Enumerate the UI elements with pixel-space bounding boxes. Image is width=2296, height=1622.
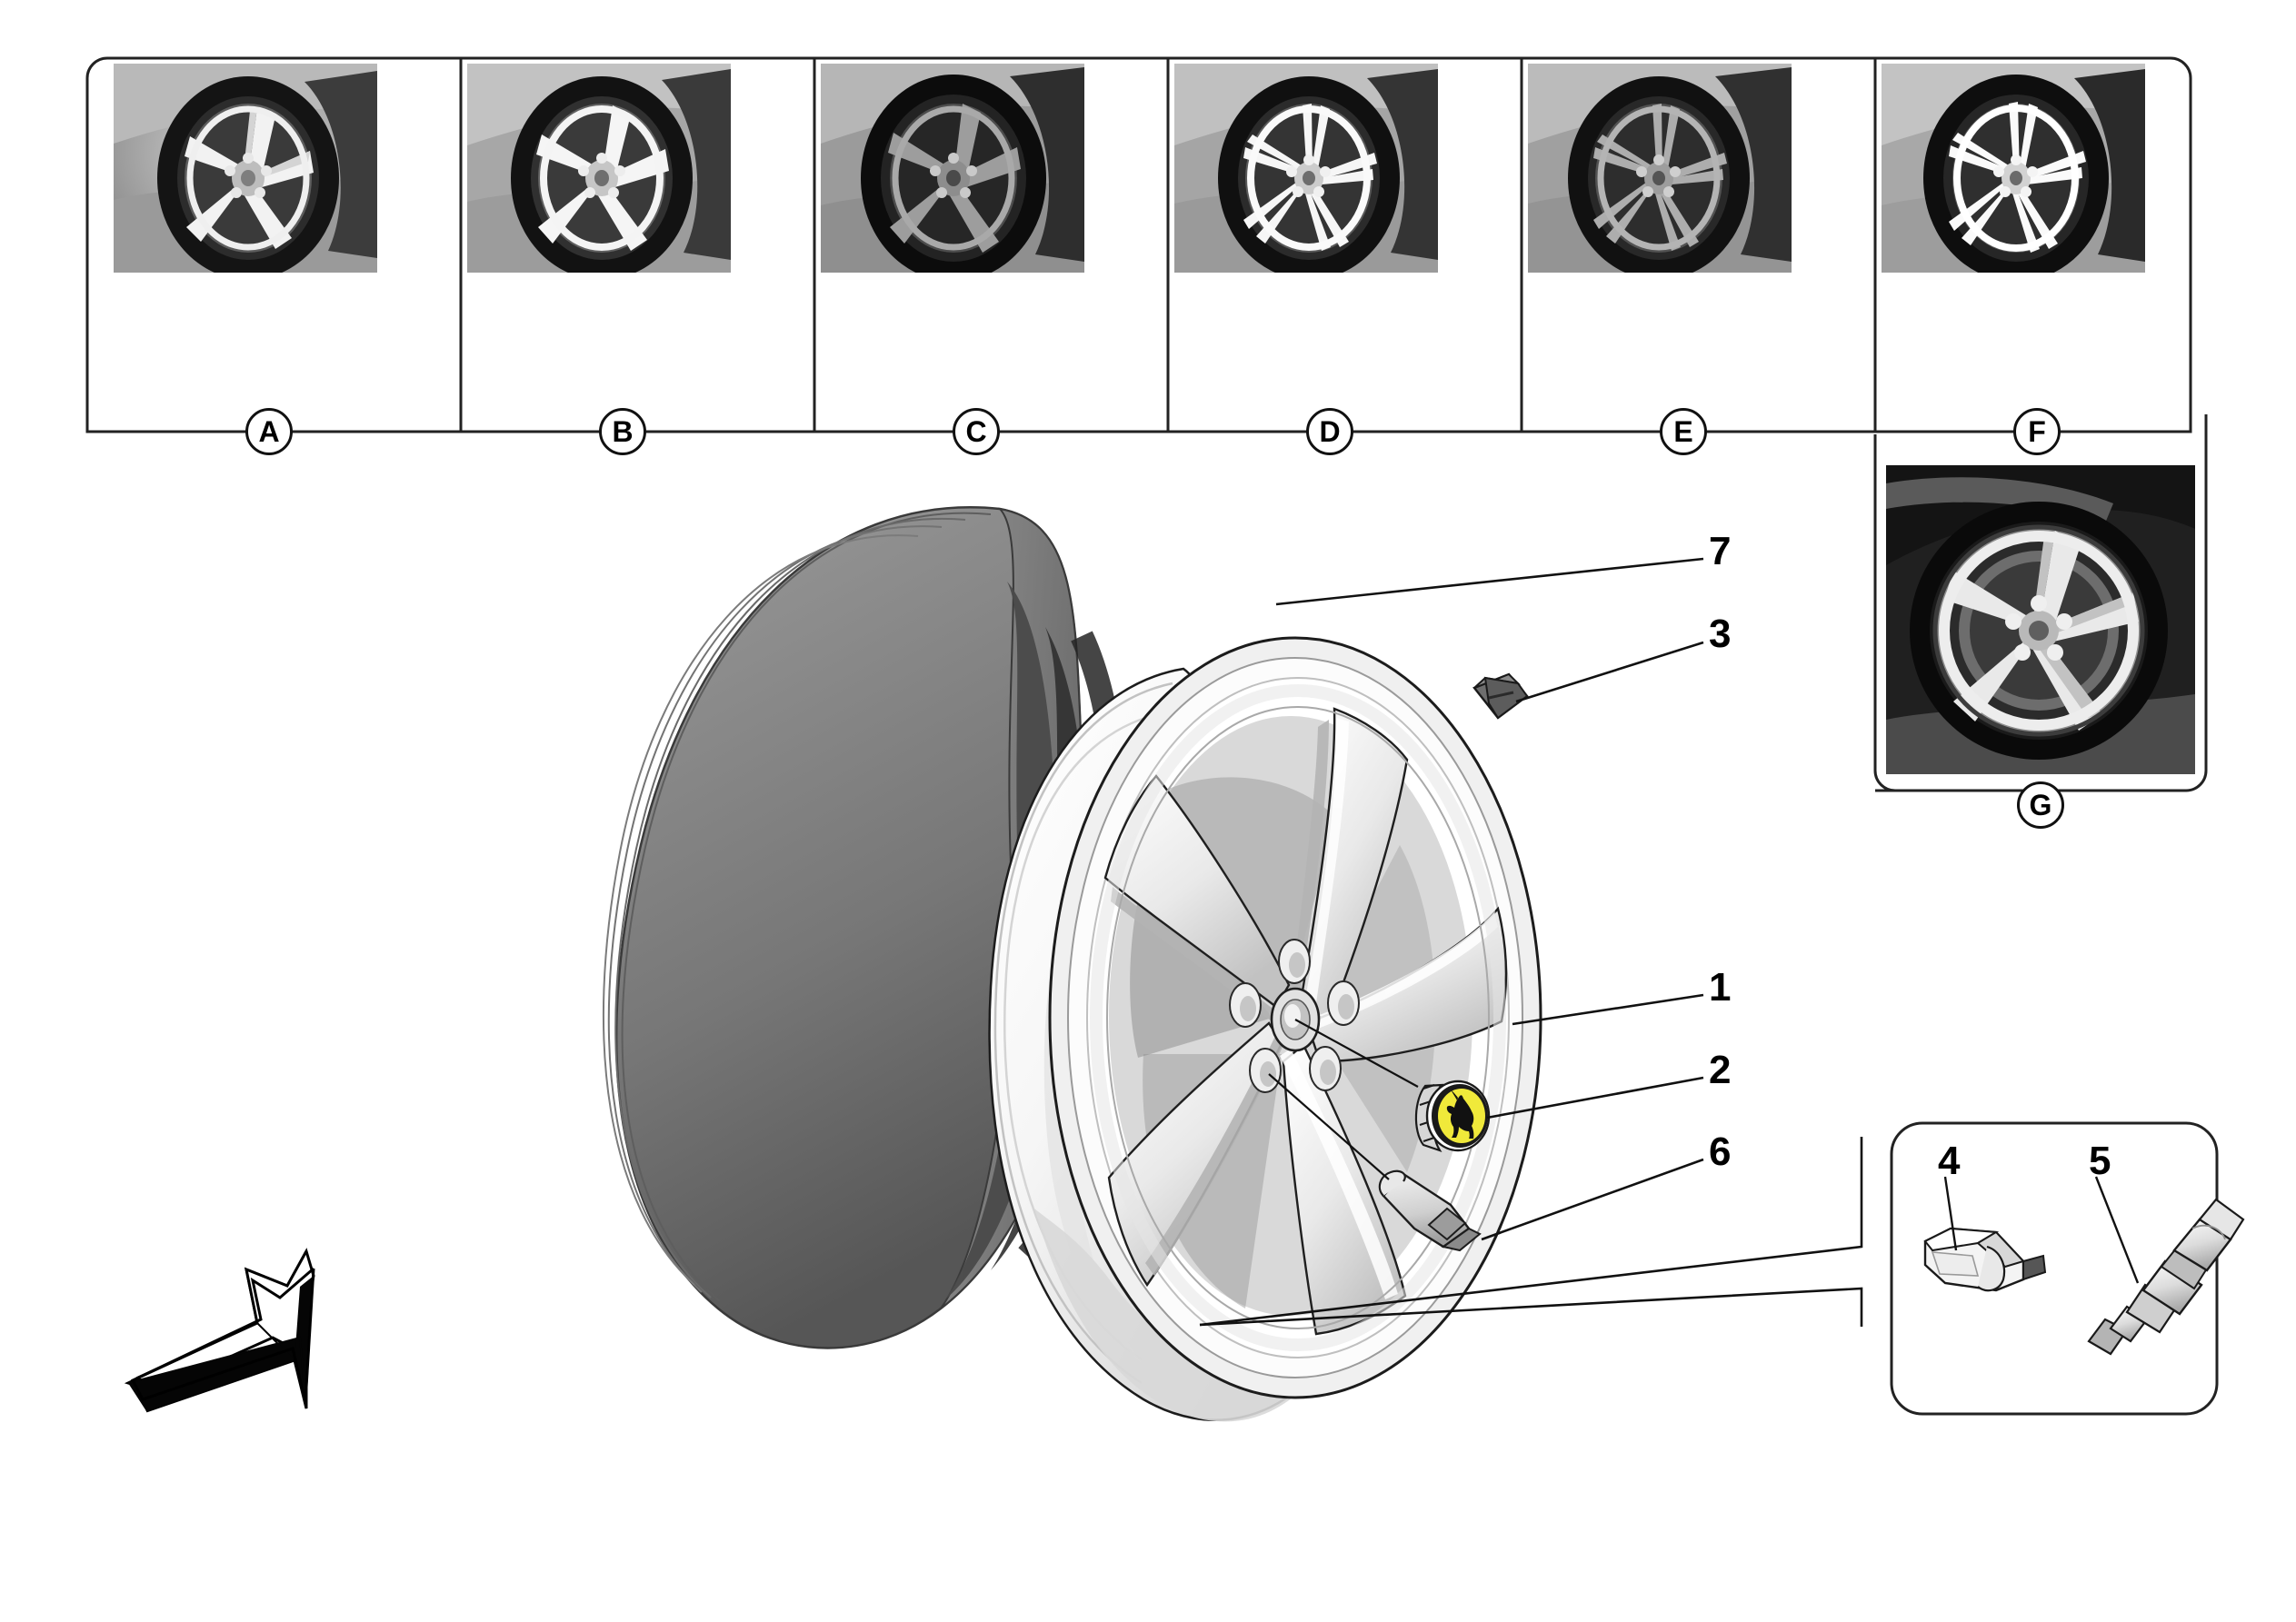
callout-label-1: 1 <box>1709 965 1732 1010</box>
callout-label-4: 4 <box>1938 1139 1961 1183</box>
wheel-face <box>1048 636 1542 1399</box>
wheel-photo-C <box>821 64 1084 273</box>
wheel-photo-E <box>1528 64 1792 273</box>
leader-4 <box>1943 1176 1958 1251</box>
wheel-photo-A <box>114 64 377 273</box>
front-of-vehicle-arrow <box>124 1248 315 1413</box>
leader-5 <box>2094 1176 2140 1284</box>
variant-thumb-G[interactable] <box>1886 465 2195 774</box>
callout-label-3: 3 <box>1709 612 1732 656</box>
variant-thumb-A[interactable] <box>114 64 377 273</box>
variant-thumb-B[interactable] <box>467 64 731 273</box>
leader-6 <box>1481 1158 1704 1241</box>
variant-label-C: C <box>953 408 1000 455</box>
wheel-photo-G <box>1886 465 2195 774</box>
tpms-valve-stem <box>2087 1198 2245 1356</box>
wheel-assembly-drawing <box>602 506 1863 1422</box>
variant-G-frame <box>1873 414 2208 792</box>
wheel-photo-F <box>1882 64 2145 273</box>
variant-label-A: A <box>245 408 293 455</box>
variant-thumb-E[interactable] <box>1528 64 1792 273</box>
wheel-centre-cap <box>1414 1080 1491 1152</box>
leader-1 <box>1512 993 1704 1026</box>
callout-leader-lines <box>1275 557 1704 1241</box>
callout-label-5: 5 <box>2089 1139 2111 1183</box>
wheel-photo-B <box>467 64 731 273</box>
inset-leader-lines <box>1943 1176 2140 1284</box>
leader-7 <box>1275 557 1704 606</box>
callout-label-2: 2 <box>1709 1048 1732 1092</box>
variant-label-F: F <box>2013 408 2061 455</box>
wheel-photo-D <box>1174 64 1438 273</box>
leader-3 <box>1515 641 1704 703</box>
wheel-bolt-part <box>1378 1169 1482 1252</box>
callout-label-6: 6 <box>1709 1129 1732 1174</box>
balance-weight-part <box>1472 672 1529 720</box>
variant-label-D: D <box>1306 408 1353 455</box>
variant-thumb-C[interactable] <box>821 64 1084 273</box>
leader-2 <box>1486 1076 1704 1119</box>
callout-label-7: 7 <box>1709 529 1732 573</box>
tpms-sensor-inset <box>1890 1121 2245 1416</box>
variant-label-B: B <box>599 408 646 455</box>
variant-thumb-D[interactable] <box>1174 64 1438 273</box>
variant-label-E: E <box>1660 408 1707 455</box>
tpms-sensor-body <box>1923 1227 2047 1292</box>
variant-thumb-F[interactable] <box>1882 64 2145 273</box>
tpms-connector-lines <box>1199 1137 1863 1327</box>
internal-pointers <box>1268 1019 1419 1180</box>
variant-strip-frame <box>85 56 2192 433</box>
variant-label-G: G <box>2017 781 2064 829</box>
